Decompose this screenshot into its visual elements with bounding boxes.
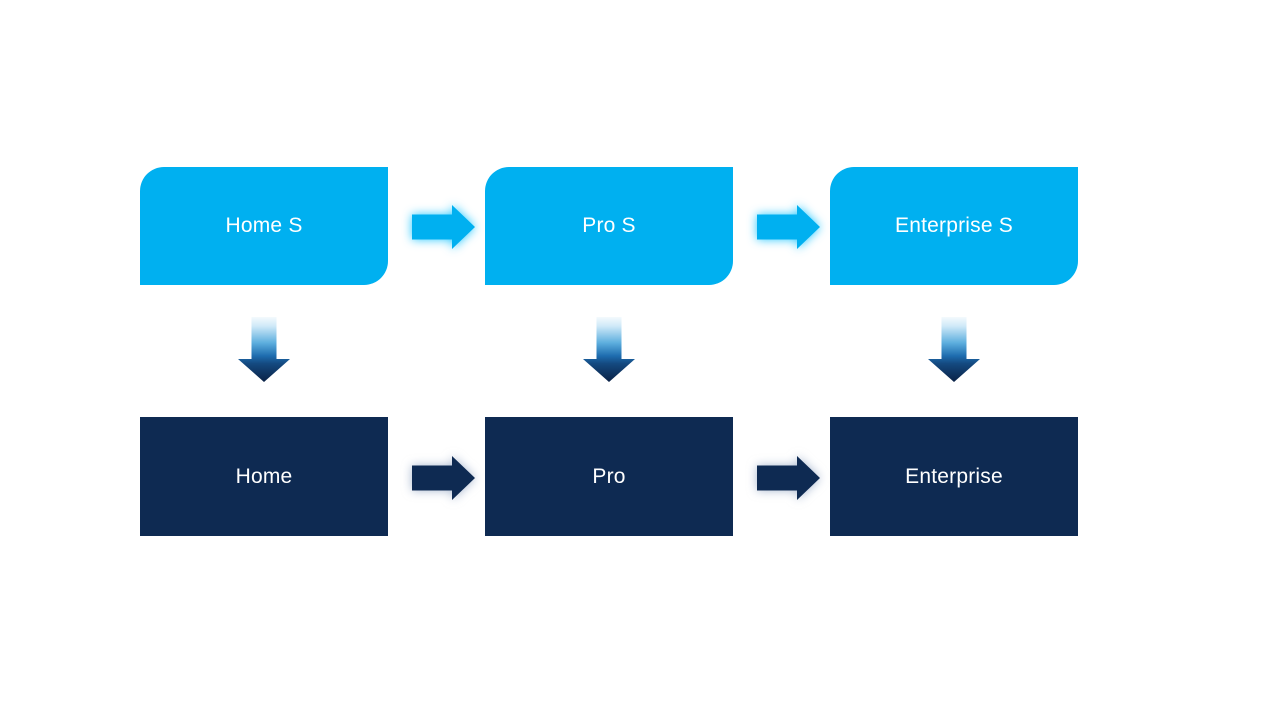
right-arrow-icon (412, 456, 475, 500)
down-arrow-icon (238, 317, 290, 382)
box-home-s-label: Home S (225, 214, 303, 237)
box-enterprise-label: Enterprise (905, 464, 1003, 488)
box-home: Home (140, 417, 388, 536)
box-pro-label: Pro (592, 464, 626, 488)
right-arrow-icon (757, 456, 820, 500)
box-pro-s: Pro S (485, 167, 733, 285)
right-arrow-icon (412, 205, 475, 249)
box-pro: Pro (485, 417, 733, 536)
down-arrow-icon (583, 317, 635, 382)
right-arrow-icon (757, 205, 820, 249)
box-home-label: Home (235, 464, 293, 488)
box-enterprise: Enterprise (830, 417, 1078, 536)
box-enterprise-s: Enterprise S (830, 167, 1078, 285)
box-pro-s-label: Pro S (582, 214, 636, 237)
box-home-s: Home S (140, 167, 388, 285)
down-arrow-icon (928, 317, 980, 382)
box-enterprise-s-label: Enterprise S (895, 214, 1013, 237)
